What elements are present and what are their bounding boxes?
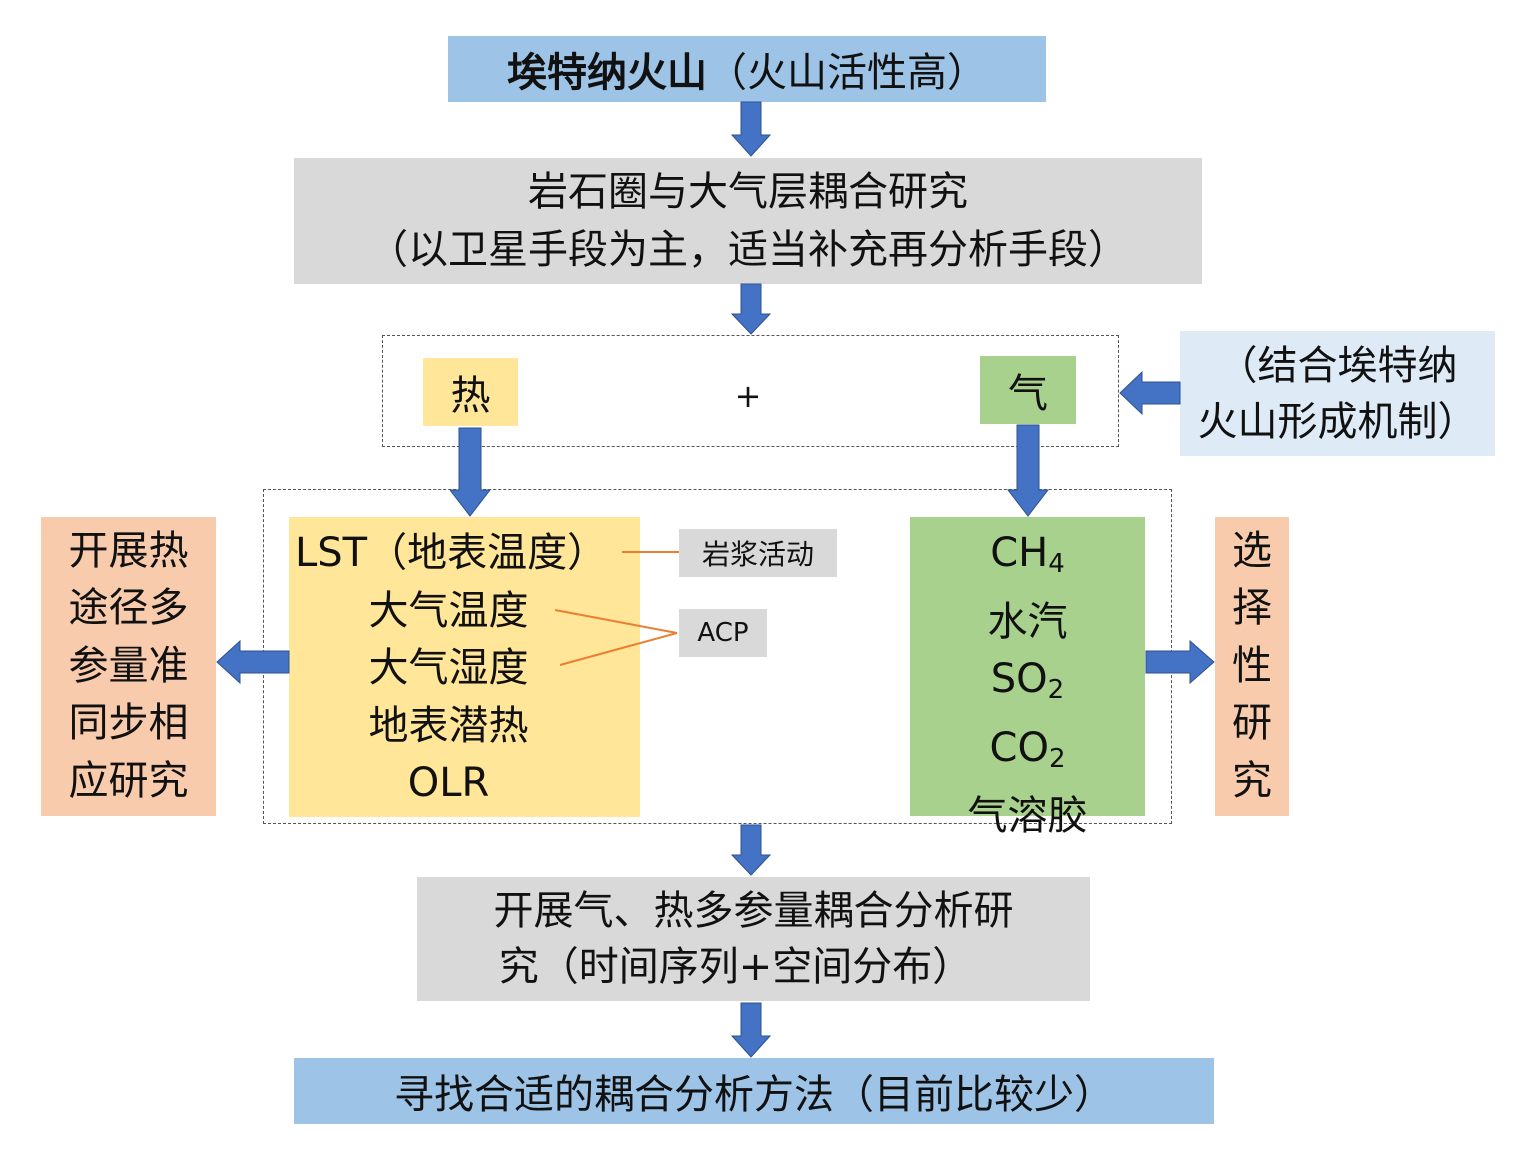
- air-humidity-item: 大气湿度: [368, 645, 529, 691]
- analysis-line-1: 开展气、热多参量耦合分析研: [493, 888, 1014, 934]
- magma-activity-tag: 岩浆活动: [679, 529, 837, 577]
- coupling-method-note: （以卫星手段为主，适当补充再分析手段）: [368, 227, 1128, 273]
- left-side-line: 参量准: [68, 642, 189, 689]
- mechanism-note-box: （结合埃特纳 火山形成机制）: [1180, 331, 1495, 456]
- co2-item: CO2: [989, 724, 1066, 774]
- right-side-char: 选: [1232, 527, 1272, 574]
- arrow-down-2: [730, 283, 772, 335]
- volcano-name: 埃特纳火山: [507, 50, 707, 96]
- right-side-char: 研: [1232, 700, 1272, 747]
- left-side-line: 途径多: [68, 585, 189, 632]
- heat-pathway-study-box: 开展热 途径多 参量准 同步相 应研究: [41, 517, 216, 816]
- mechanism-line-2: 火山形成机制）: [1197, 398, 1478, 445]
- gas-parameters-box: CH4 水汽 SO2 CO2 气溶胶: [910, 517, 1145, 839]
- selective-study-box: 选 择 性 研 究: [1215, 517, 1289, 816]
- heat-label: 热: [450, 373, 491, 419]
- arrow-right-selective: [1145, 639, 1215, 685]
- lst-item: LST（地表温度）: [295, 530, 608, 576]
- connector-temp-acp: [554, 609, 678, 634]
- water-vapor-item: 水汽: [987, 598, 1068, 645]
- left-side-line: 应研究: [68, 757, 189, 804]
- arrow-down-gas: [1006, 424, 1050, 517]
- ch4-item: CH4: [990, 530, 1065, 579]
- volcano-activity-note: （火山活性高）: [707, 50, 987, 96]
- multi-parameter-analysis-box: 开展气、热多参量耦合分析研 究（时间序列+空间分布）: [417, 877, 1090, 1001]
- heat-label-box: 热: [423, 358, 518, 426]
- method-search-box: 寻找合适的耦合分析方法（目前比较少）: [294, 1058, 1214, 1124]
- coupling-research-box: 岩石圈与大气层耦合研究 （以卫星手段为主，适当补充再分析手段）: [294, 158, 1202, 284]
- latent-heat-item: 地表潜热: [368, 702, 529, 749]
- right-side-char: 择: [1232, 585, 1272, 632]
- magma-activity-label: 岩浆活动: [701, 538, 814, 571]
- aerosol-item: 气溶胶: [967, 793, 1088, 839]
- so2-item: SO2: [990, 656, 1065, 705]
- acp-label: ACP: [697, 618, 749, 648]
- heat-parameters-box: LST（地表温度） 大气温度 大气湿度 地表潜热 OLR: [289, 517, 640, 817]
- acp-tag: ACP: [679, 609, 767, 657]
- plus-sign: +: [728, 376, 768, 416]
- gas-label: 气: [1008, 371, 1048, 417]
- arrow-down-3: [730, 824, 772, 876]
- volcano-title-box: 埃特纳火山 （火山活性高）: [448, 36, 1046, 102]
- arrow-left-heat-study: [216, 639, 290, 685]
- plus-label: +: [734, 377, 762, 415]
- arrow-down-heat: [448, 427, 492, 517]
- left-side-line: 开展热: [68, 527, 189, 574]
- method-search-label: 寻找合适的耦合分析方法（目前比较少）: [394, 1072, 1114, 1118]
- heat-gas-group: [382, 335, 1119, 447]
- gas-label-box: 气: [980, 356, 1076, 424]
- olr-item: OLR: [407, 760, 490, 806]
- connector-humidity-acp: [559, 632, 678, 666]
- arrow-down-1: [730, 101, 772, 157]
- left-side-line: 同步相: [68, 700, 189, 747]
- mechanism-line-1: （结合埃特纳: [1217, 342, 1458, 389]
- right-side-char: 性: [1232, 642, 1272, 689]
- coupling-title: 岩石圈与大气层耦合研究: [528, 169, 968, 215]
- analysis-line-2: 究（时间序列+空间分布）: [498, 944, 973, 990]
- right-side-char: 究: [1232, 757, 1272, 804]
- arrow-down-4: [730, 1002, 772, 1058]
- air-temperature-item: 大气温度: [368, 587, 529, 634]
- arrow-left-mechanism: [1119, 370, 1181, 416]
